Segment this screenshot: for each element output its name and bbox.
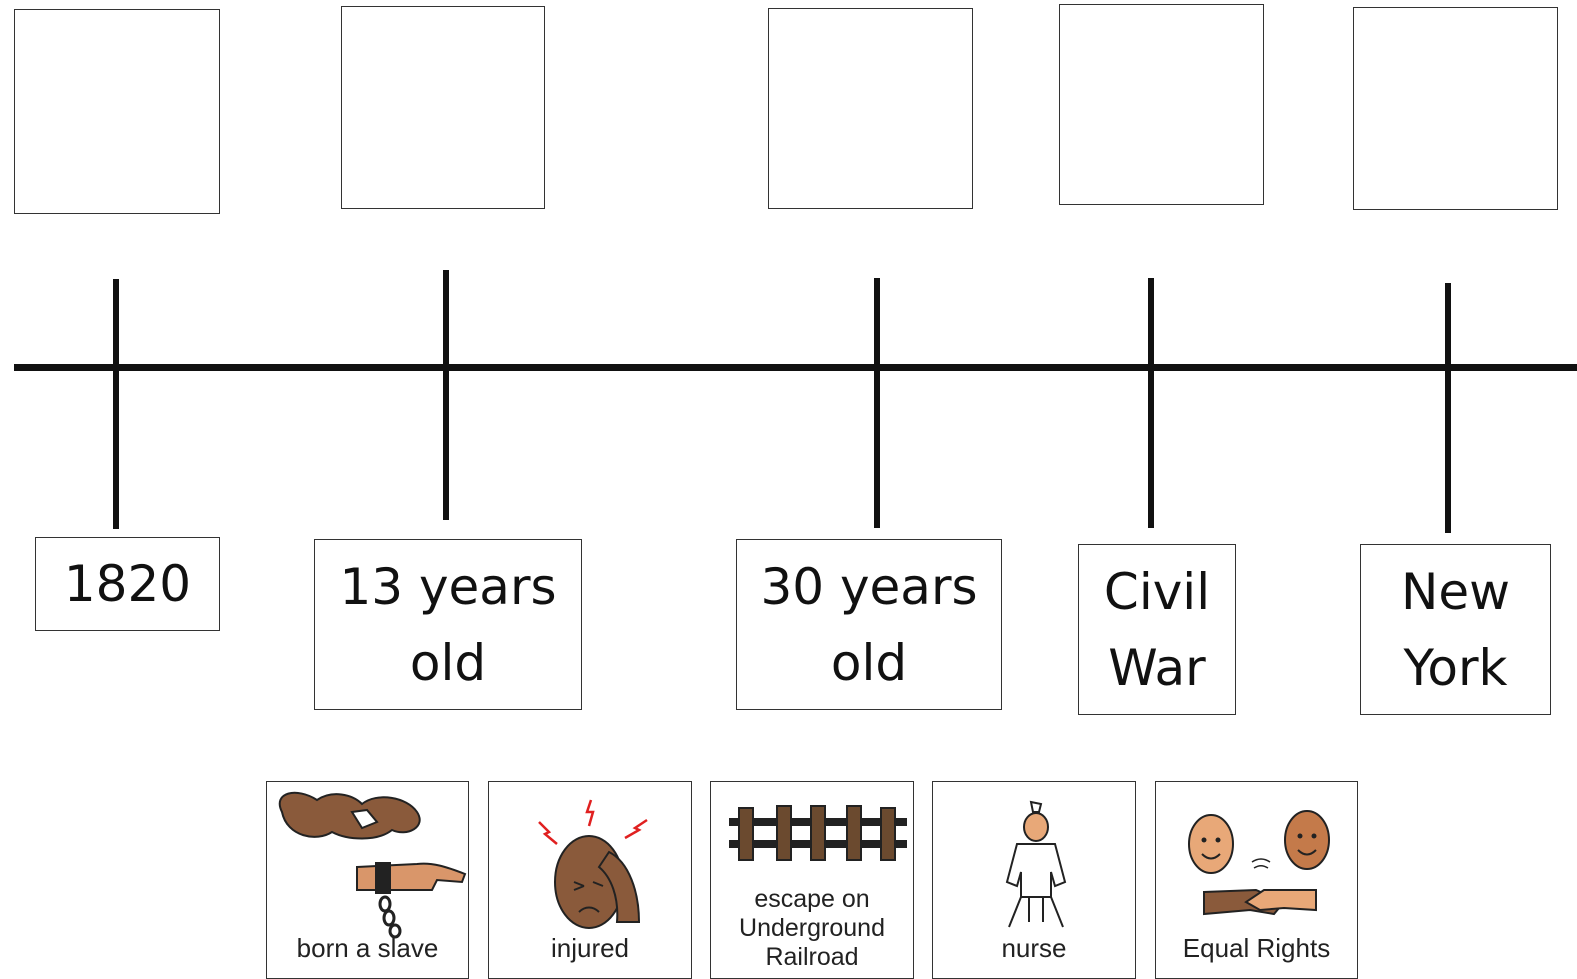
drop-box-5[interactable] (1353, 7, 1558, 210)
drop-box-3[interactable] (768, 8, 973, 209)
drop-box-1[interactable] (14, 9, 220, 214)
railroad-track-icon (729, 805, 907, 861)
card-born-a-slave[interactable]: born a slave (266, 781, 469, 979)
shackled-hands-icon (278, 791, 467, 939)
card-label: Equal Rights (1182, 933, 1331, 963)
card-nurse[interactable]: nurse (932, 781, 1136, 979)
timeline-tick-5 (1445, 283, 1451, 533)
drop-box-4[interactable] (1059, 4, 1264, 205)
injured-head-icon (538, 799, 648, 929)
timeline-label-13-years-old: 13 years old (314, 539, 582, 710)
card-injured[interactable]: injured (488, 781, 692, 979)
card-label: nurse (1001, 933, 1067, 963)
card-equal-rights[interactable]: Equal Rights (1155, 781, 1358, 979)
timeline-axis (14, 364, 1577, 371)
timeline-tick-4 (1148, 278, 1154, 528)
timeline-tick-3 (874, 278, 880, 528)
timeline-label-30-years-old: 30 years old (736, 539, 1002, 710)
timeline-label-new-york: New York (1360, 544, 1551, 715)
timeline-tick-1 (113, 279, 119, 529)
card-escape-underground-railroad[interactable]: escape on Underground Railroad (710, 781, 914, 979)
timeline-label-civil-war: Civil War (1078, 544, 1236, 715)
nurse-icon (1005, 800, 1067, 928)
handshake-icon (1188, 810, 1330, 916)
card-label: born a slave (296, 933, 439, 963)
timeline-label-1820: 1820 (35, 537, 220, 631)
timeline-tick-2 (443, 270, 449, 520)
drop-box-2[interactable] (341, 6, 545, 209)
card-label: escape on Underground Railroad (739, 885, 885, 971)
card-label: injured (550, 933, 630, 963)
